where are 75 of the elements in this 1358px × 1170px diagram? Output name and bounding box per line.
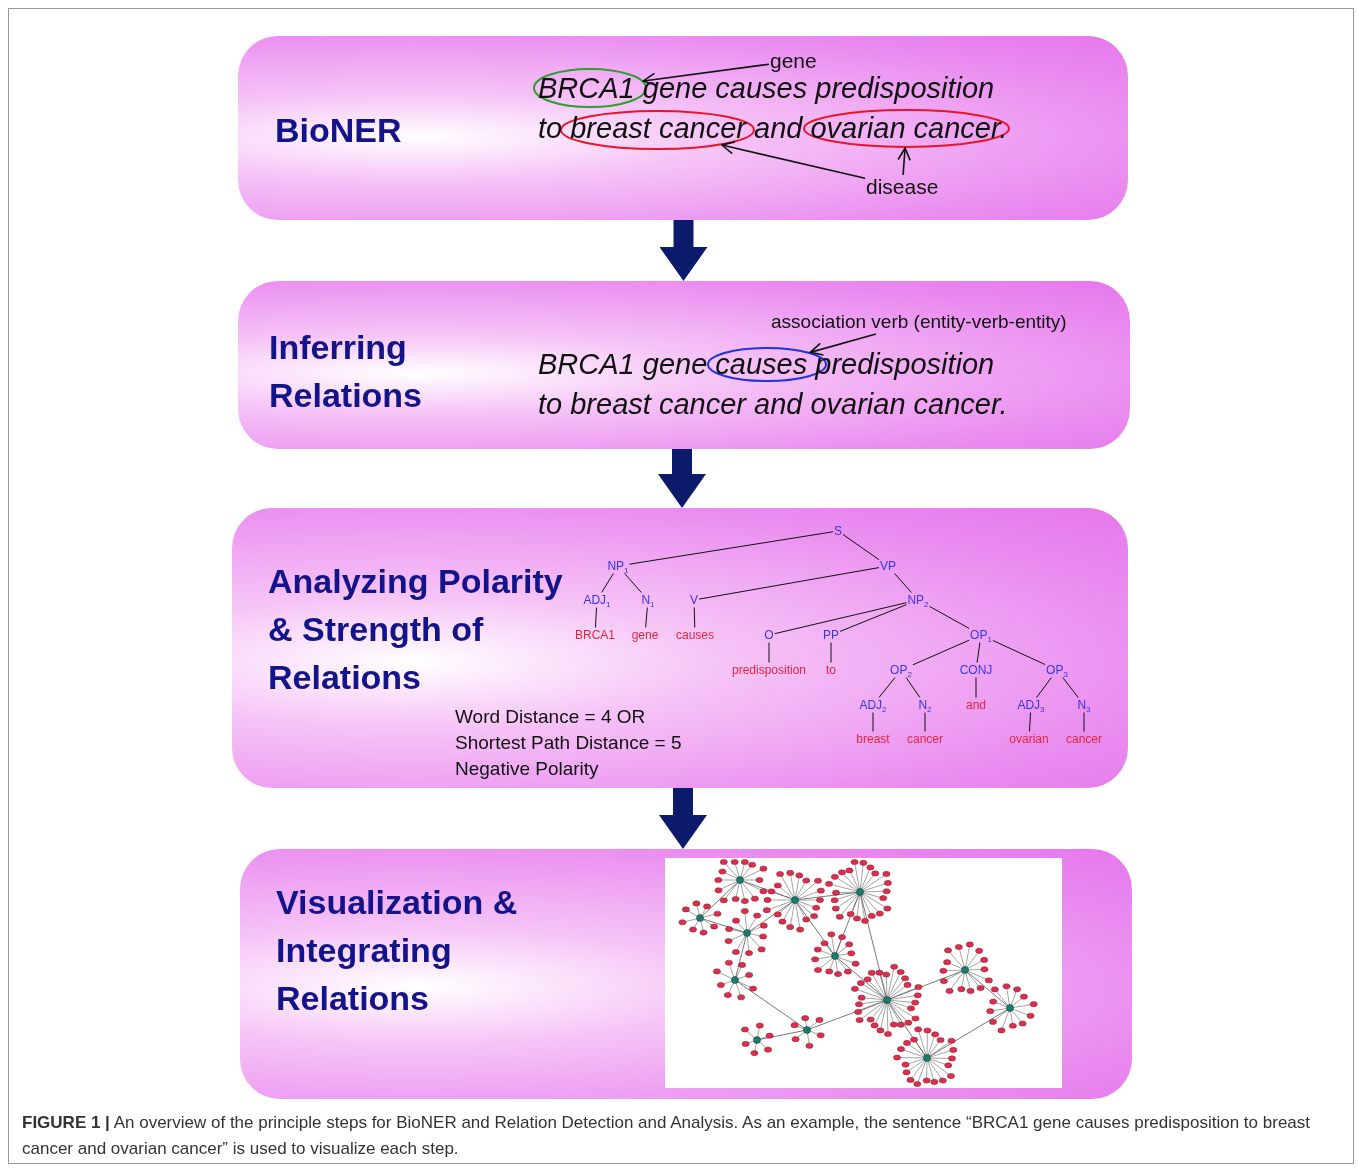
- stage-title: Inferring Relations: [269, 327, 424, 416]
- tree-branch: [894, 573, 912, 593]
- flow-arrow: [659, 220, 708, 281]
- tree-label: N$_{1}$: [641, 593, 655, 607]
- tree-branch: [830, 642, 832, 663]
- flow-arrow: [658, 449, 706, 508]
- tree-word: breast: [856, 732, 890, 746]
- tree-word: and: [966, 698, 986, 712]
- tree-word: cancer: [907, 732, 943, 746]
- ellipse-outline: [803, 109, 1010, 148]
- tree-label: S: [834, 524, 842, 538]
- ellipse-outline: [560, 110, 755, 150]
- tree-branch: [601, 573, 614, 593]
- tree-label: N$_{2}$: [918, 698, 932, 712]
- stage-panel: [238, 36, 1128, 220]
- tree-branch: [693, 607, 696, 628]
- tree-label: NP$_{2}$: [907, 593, 929, 607]
- tree-word: BRCA1: [575, 628, 615, 642]
- tree-branch: [1036, 677, 1052, 698]
- tree-word: to: [826, 663, 836, 677]
- tree-label: OP$_{1}$: [970, 628, 992, 642]
- leader-arrow: [721, 141, 866, 180]
- tree-branch: [1028, 712, 1032, 732]
- tree-branch: [629, 531, 834, 565]
- stage-panel: [232, 508, 1128, 788]
- tree-label: O: [764, 628, 774, 642]
- tree-branch: [1062, 677, 1079, 698]
- tree-label: N$_{3}$: [1077, 698, 1091, 712]
- tree-branch: [878, 677, 896, 698]
- metric-text: Shortest Path Distance = 5: [455, 731, 682, 755]
- tree-label: V: [690, 593, 698, 607]
- tree-branch: [1083, 712, 1085, 732]
- tree-label: CONJ: [959, 663, 993, 677]
- tree-label: VP: [880, 559, 896, 573]
- tree-branch: [624, 573, 642, 593]
- tree-label: ADJ$_{2}$: [859, 698, 887, 712]
- annotation-label: disease: [866, 176, 939, 198]
- tree-word: ovarian: [1009, 732, 1049, 746]
- tree-branch: [976, 642, 981, 663]
- tree-label: OP$_{3}$: [1046, 663, 1068, 677]
- stage-title: BioNER: [275, 110, 402, 151]
- tree-branch: [768, 642, 770, 663]
- leader-arrow: [897, 147, 911, 176]
- tree-label: ADJ$_{1}$: [583, 593, 611, 607]
- tree-branch: [924, 712, 926, 732]
- stage-panel: [238, 281, 1130, 449]
- stage-panel: [240, 849, 1132, 1099]
- tree-branch: [645, 607, 648, 628]
- annotation-label: gene: [770, 50, 817, 72]
- tree-word: causes: [676, 628, 714, 642]
- stage-title: Visualization & Integrating Relations: [276, 882, 519, 1019]
- figure-caption: FIGURE 1 | An overview of the principle steps for BioNER and Relation Detection and Analysis. As an example, the sentence “BRCA1 gene causes predisposition to breast cancer and ovarian cancer” is used to visualize each step.: [22, 1112, 1311, 1160]
- tree-branch: [975, 677, 977, 698]
- metric-text: Negative Polarity: [455, 757, 599, 781]
- tree-branch: [698, 567, 880, 600]
- tree-branch: [992, 640, 1046, 665]
- tree-label: ADJ$_{3}$: [1017, 698, 1045, 712]
- tree-word: predisposition: [732, 663, 806, 677]
- tree-branch: [929, 605, 970, 629]
- tree-word: cancer: [1066, 732, 1102, 746]
- tree-branch: [905, 677, 921, 698]
- tree-branch: [842, 534, 880, 561]
- tree-label: OP$_{2}$: [890, 663, 912, 677]
- stage-title: Analyzing Polarity & Strength of Relations: [268, 561, 564, 698]
- tree-label: PP: [823, 628, 839, 642]
- tree-branch: [839, 604, 907, 632]
- tree-word: gene: [631, 628, 659, 642]
- annotation-label: association verb (entity-verb-entity): [771, 311, 1067, 333]
- tree-label: NP$_{1}$: [607, 559, 629, 573]
- tree-branch: [774, 602, 907, 635]
- tree-branch: [912, 639, 970, 666]
- metric-text: Word Distance = 4 OR: [455, 705, 646, 729]
- flow-arrow: [659, 788, 707, 849]
- tree-branch: [872, 712, 874, 732]
- tree-branch: [594, 607, 598, 628]
